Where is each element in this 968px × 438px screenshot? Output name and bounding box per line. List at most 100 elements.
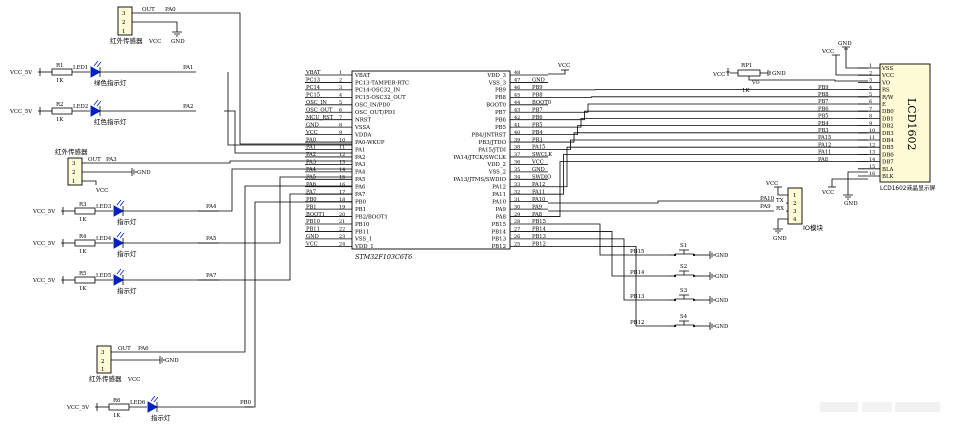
mcu-right-pin-number: 25: [514, 242, 520, 248]
mcu-left-pin-number: 23: [339, 234, 345, 240]
mcu-right-pin-name: PA11: [492, 192, 506, 198]
mcu-right-net-label: PB8: [532, 93, 543, 99]
lcd-pin-name: BLA: [882, 167, 894, 173]
mcu-left-pin-name: OSC_OUT/PD1: [355, 110, 396, 116]
mcu-left-pin-name: PA5: [355, 177, 366, 183]
mcu-left-pin-number: 16: [339, 182, 345, 188]
mcu-right-pin-name: PA9: [496, 207, 507, 213]
mcu-left-pin-number: 7: [339, 115, 342, 121]
mcu-left-net-label: PA5: [306, 175, 316, 181]
lcd-pin-number: 7: [869, 106, 872, 112]
pb0-wire: [245, 201, 352, 408]
mcu-right-pin-name: PB4/JNTRST: [471, 132, 506, 138]
mcu-left-net-label: PB11: [306, 227, 320, 233]
lcd-net-wire: [548, 96, 868, 98]
pa1-wire: [227, 72, 352, 146]
mcu-left-pin-number: 2: [339, 78, 342, 84]
switch-gnd: GND: [715, 274, 729, 280]
light-rays-icon: [93, 60, 102, 68]
pot-wiper-wire: [748, 76, 868, 82]
switch-gnd: GND: [715, 298, 729, 304]
switch-terminal: [673, 253, 677, 257]
sensor-mid-gnd: GND: [137, 170, 151, 176]
mcu-body: [351, 70, 511, 250]
sensor-top-connector: [117, 6, 133, 36]
mcu-right-pin-number: 41: [514, 122, 520, 128]
lcd-gnd: GND: [838, 41, 852, 47]
mcu-right-net-label: PA11: [532, 189, 545, 195]
led-net-label: PA1: [183, 65, 193, 71]
lcd-net-label: PB8: [818, 92, 829, 98]
vcc-arrow-icon: [61, 239, 64, 247]
led-net-label: PA5: [206, 236, 217, 242]
mcu-left-net-label: GND: [306, 122, 319, 128]
mcu-right-net-label: PA10: [532, 197, 545, 203]
switch-gnd: GND: [715, 253, 729, 259]
sensor-top-out-label: OUT: [142, 7, 155, 13]
resistor-ref: R1: [56, 63, 64, 69]
mcu-right-net-label: PB13: [532, 234, 546, 240]
mcu-left-net-label: PC15: [306, 93, 320, 99]
led-net-label: PA4: [206, 204, 217, 210]
ground-icon: [773, 228, 783, 234]
resistor-value: 1K: [79, 249, 87, 255]
lcd-pin-name: E: [882, 102, 886, 108]
lcd-pin-number: 16: [869, 171, 875, 177]
sensor-mid-label: 红外传感器: [55, 147, 88, 156]
pa2-wire: [224, 110, 352, 154]
io-label: IO模块: [803, 223, 824, 232]
vcc-arrow-icon: [726, 68, 738, 76]
mcu-left-pin-name: PC14-OSC32_IN: [355, 88, 400, 94]
lcd-pin-name: VCC: [881, 73, 894, 79]
resistor-value: 1K: [79, 286, 87, 292]
lcd-caption: LCD1602液晶显示屏: [880, 184, 936, 192]
mcu-left-net-label: PA3: [306, 160, 316, 166]
lcd-body: [879, 63, 931, 183]
lcd-net-wire: [548, 161, 868, 217]
mcu-left-pin-name: PB2/BOOT1: [355, 214, 388, 220]
pot-gnd: GND: [772, 71, 786, 77]
mcu-part-name: STM32F103C6T6: [355, 253, 412, 261]
mcu-right-pin-number: 48: [514, 70, 520, 76]
mcu-left-pin-number: 12: [339, 152, 345, 158]
sensor-mid-out-wire: [82, 160, 352, 164]
lcd-net-wire: [548, 125, 868, 135]
mcu-left-pin-name: VSSA: [354, 125, 370, 131]
ground-icon: [172, 31, 182, 37]
mcu-right-pin-number: 44: [514, 100, 520, 106]
led-net-label: PA7: [206, 273, 217, 279]
light-rays-icon: [116, 231, 125, 239]
mcu-right-pin-number: 27: [514, 227, 520, 233]
ground-icon: [760, 70, 771, 76]
mcu-left-pin-name: PA7: [355, 192, 366, 198]
mcu-right-pin-number: 30: [514, 204, 520, 210]
lcd-gnd-wire: [845, 47, 868, 69]
switch-net-wire: [548, 245, 668, 327]
mcu-left-pin-name: PA0-WKUP: [355, 140, 385, 146]
resistor: [74, 207, 96, 215]
vcc-arrow-icon: [61, 207, 64, 215]
mcu-right-net-label: GND: [532, 167, 545, 173]
mcu-right-pin-number: 37: [514, 152, 520, 158]
mcu-right-pin-name: PA10: [492, 199, 506, 205]
mcu-right-pin-name: PB6: [495, 118, 507, 124]
pa5-wire: [198, 176, 352, 244]
lcd-vcc: VCC: [821, 49, 834, 55]
mcu-left-pin-number: 10: [339, 137, 345, 143]
lcd-pin-name: DB7: [882, 160, 894, 166]
led-diode-icon: [90, 66, 101, 78]
mcu-right-net-label: PB4: [532, 130, 543, 136]
io-pin2: 2: [793, 201, 797, 207]
mcu-right-pin-number: 34: [514, 175, 520, 181]
sensor-top-label: 红外传感器: [110, 36, 143, 45]
lcd-net-label: PB4: [818, 121, 829, 127]
mcu-left-pin-number: 19: [339, 204, 345, 210]
lcd-pin-number: 3: [869, 78, 872, 84]
resistor-value: 1K: [113, 413, 121, 419]
sensor-top-gnd: GND: [171, 39, 185, 45]
